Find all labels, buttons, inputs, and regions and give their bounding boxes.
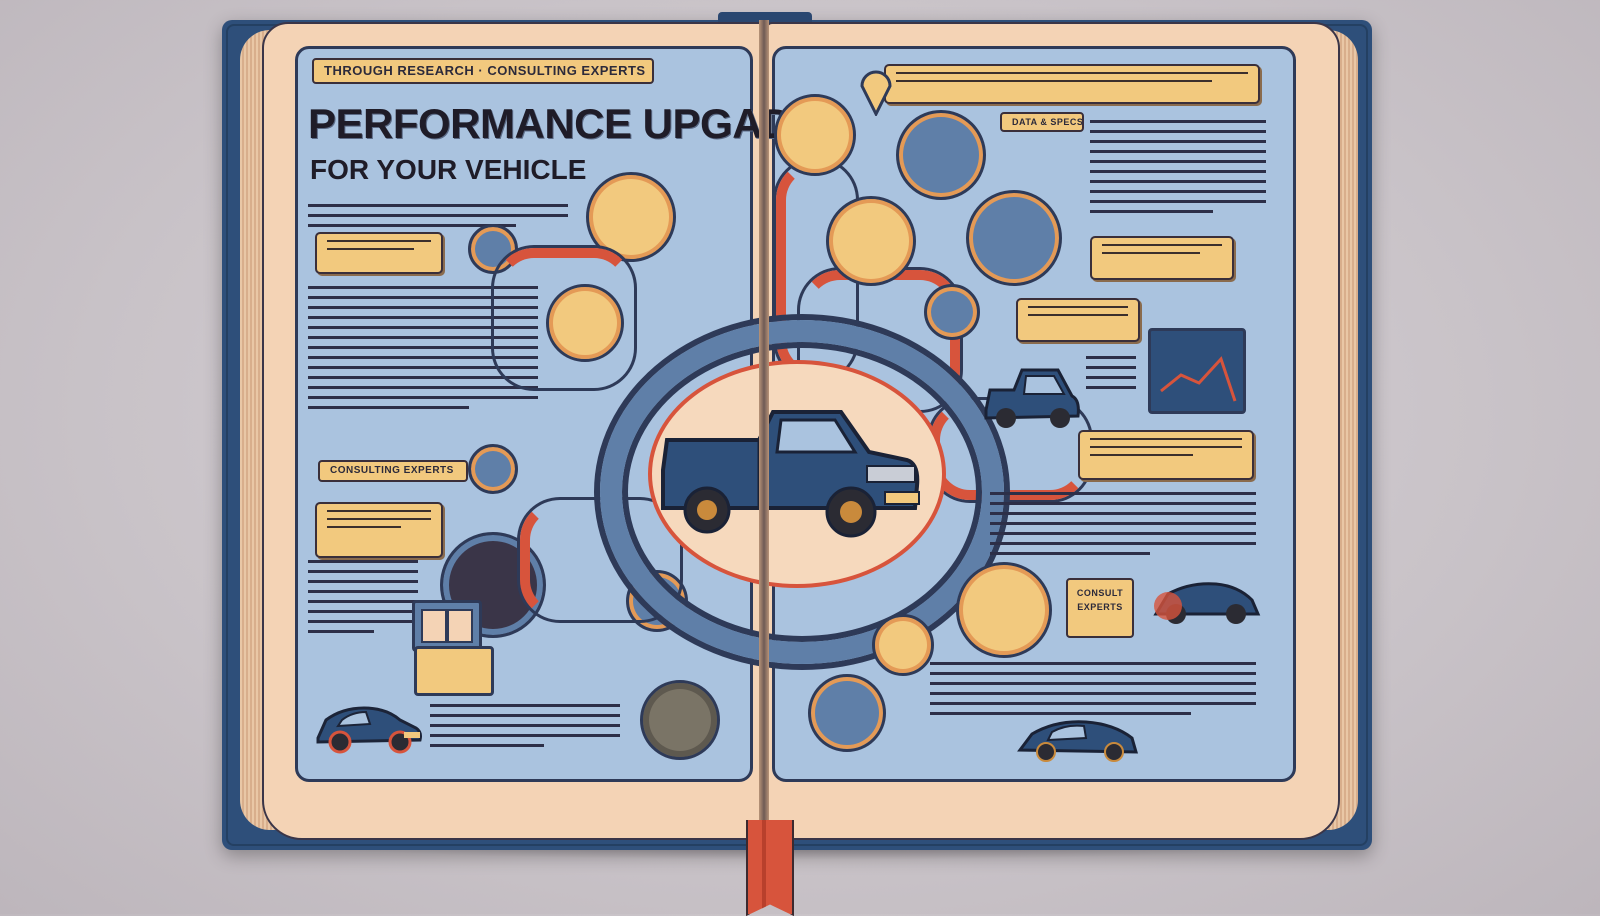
text-block-left-1 <box>308 204 568 234</box>
chart-icon <box>966 190 1062 286</box>
page-title: PERFORMANCE UPGADES <box>308 100 847 147</box>
open-book-icon <box>412 600 482 652</box>
bookmark-ribbon <box>746 820 794 916</box>
callout-right-1 <box>1090 236 1234 280</box>
callout-right-top <box>884 64 1260 104</box>
text-block-right-4 <box>930 662 1256 722</box>
text-block-right-1 <box>1090 120 1266 220</box>
gauge-icon <box>956 562 1052 658</box>
header-tag: THROUGH RESEARCH · CONSULTING EXPERTS <box>312 58 654 84</box>
document-icon <box>872 614 934 676</box>
chart-icon <box>1148 328 1246 414</box>
connector-pipe <box>520 500 680 620</box>
callout-left-2 <box>315 502 443 558</box>
connector-pipe <box>494 248 634 388</box>
car-icon <box>316 706 422 754</box>
gauge-icon <box>468 444 518 494</box>
document-icon <box>808 674 886 752</box>
callout-left-1 <box>315 232 443 274</box>
tag-right-badge: CONSULT EXPERTS <box>1066 578 1134 638</box>
page-subtitle: FOR YOUR VEHICLE <box>310 154 587 185</box>
pickup-truck-icon <box>661 410 920 538</box>
document-icon <box>826 196 916 286</box>
text-block-left-3 <box>308 560 418 640</box>
callout-right-2 <box>1016 298 1140 342</box>
text-block-left-4 <box>430 704 620 754</box>
document-icon <box>414 646 494 696</box>
text-block-left-2 <box>308 286 538 416</box>
tag-left-mid: CONSULTING EXPERTS <box>318 460 468 482</box>
gear-icon <box>586 172 676 262</box>
gear-icon <box>774 94 856 176</box>
pickup-truck-icon <box>984 368 1080 428</box>
book-gutter <box>759 20 769 840</box>
car-icon <box>1017 720 1138 762</box>
gauge-icon <box>924 284 980 340</box>
engine-icon <box>640 680 720 760</box>
engine-icon <box>896 110 986 200</box>
text-block-right-2 <box>1086 356 1136 396</box>
connector-pipe <box>776 160 856 380</box>
location-pin-icon <box>860 70 892 116</box>
tag-right-top: DATA & SPECS <box>1000 112 1084 132</box>
text-block-right-3 <box>990 492 1256 562</box>
car-icon <box>1153 582 1261 624</box>
callout-right-3 <box>1078 430 1254 480</box>
